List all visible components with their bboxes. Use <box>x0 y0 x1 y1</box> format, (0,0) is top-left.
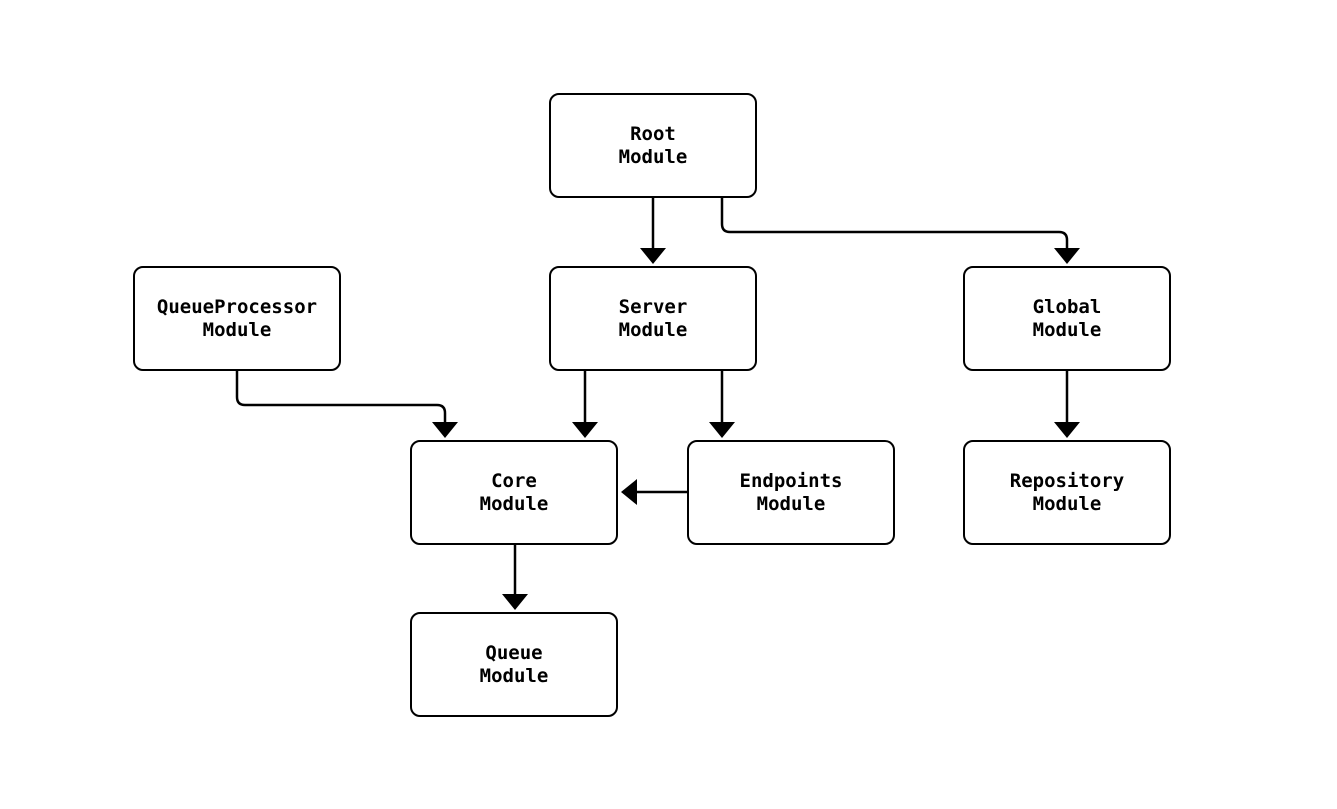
node-queueprocessor-module: QueueProcessor Module <box>133 266 341 371</box>
node-label-line: Module <box>756 492 826 515</box>
node-label-line: Core <box>491 469 537 492</box>
node-label-line: Module <box>1032 318 1102 341</box>
edge-queueprocessor-to-core <box>235 371 458 438</box>
node-server-module: Server Module <box>549 266 757 371</box>
node-label-line: Module <box>202 318 272 341</box>
node-core-module: Core Module <box>410 440 618 545</box>
node-label-line: Endpoints <box>739 469 843 492</box>
node-label-line: Module <box>479 492 549 515</box>
node-label-line: Repository <box>1009 469 1125 492</box>
node-label-line: Root <box>630 122 676 145</box>
node-global-module: Global Module <box>963 266 1171 371</box>
node-label-line: Module <box>479 664 549 687</box>
node-label-line: Module <box>618 145 688 168</box>
node-label-line: Module <box>1032 492 1102 515</box>
node-root-module: Root Module <box>549 93 757 198</box>
node-endpoints-module: Endpoints Module <box>687 440 895 545</box>
node-label-line: Module <box>618 318 688 341</box>
node-label-line: Global <box>1032 295 1102 318</box>
node-queue-module: Queue Module <box>410 612 618 717</box>
edge-root-to-global <box>720 198 1080 264</box>
node-label-line: QueueProcessor <box>156 295 318 318</box>
node-repository-module: Repository Module <box>963 440 1171 545</box>
node-label-line: Queue <box>485 641 543 664</box>
node-label-line: Server <box>618 295 688 318</box>
